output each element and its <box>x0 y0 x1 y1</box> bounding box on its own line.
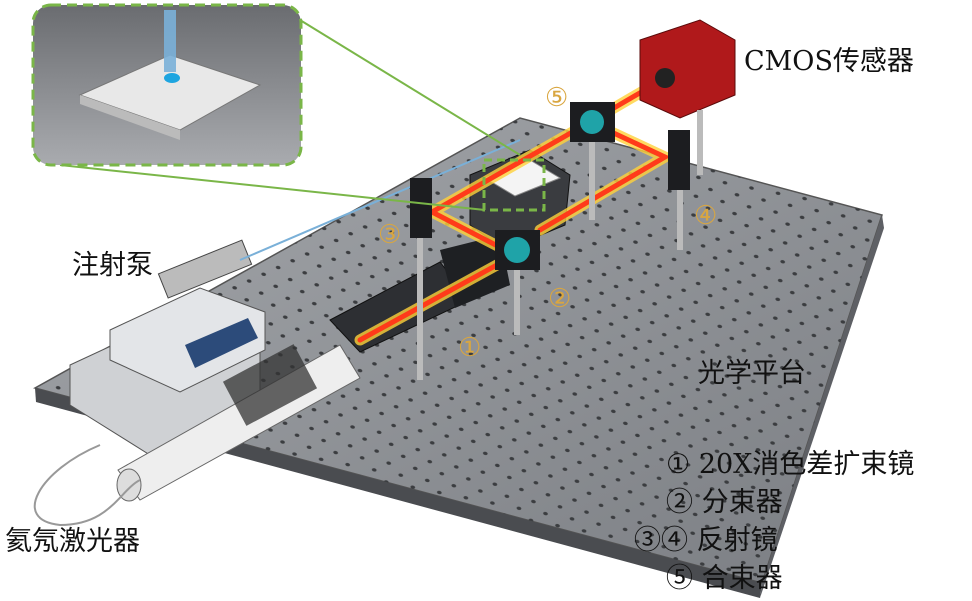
legend-item: ③④ 反射镜 <box>634 525 778 556</box>
label-optical-table: 光学平台 <box>698 358 806 389</box>
marker-2: ② <box>548 284 572 314</box>
legend-item: ② 分束器 <box>666 487 783 518</box>
zoom-inset <box>31 3 546 212</box>
marker-1: ① <box>458 333 482 363</box>
marker-3: ③ <box>378 220 402 250</box>
he-ne-laser <box>33 344 361 527</box>
legend: ① 20X消色差扩束镜 ② 分束器 ③④ 反射镜 ⑤ 合束器 <box>628 446 914 598</box>
beam-splitter <box>495 230 540 335</box>
cmos-sensor <box>639 19 736 175</box>
label-cmos-sensor: CMOS传感器 <box>744 46 914 77</box>
label-laser: 氦氖激光器 <box>5 526 140 557</box>
beam-combiner <box>570 102 615 220</box>
legend-item: ⑤ 合束器 <box>666 563 783 594</box>
mirror-3 <box>410 178 432 380</box>
mirror-4 <box>668 130 690 250</box>
legend-item: ① 20X消色差扩束镜 <box>666 449 915 480</box>
marker-5: ⑤ <box>545 83 569 113</box>
label-syringe-pump: 注射泵 <box>72 250 153 281</box>
marker-4: ④ <box>694 201 718 231</box>
